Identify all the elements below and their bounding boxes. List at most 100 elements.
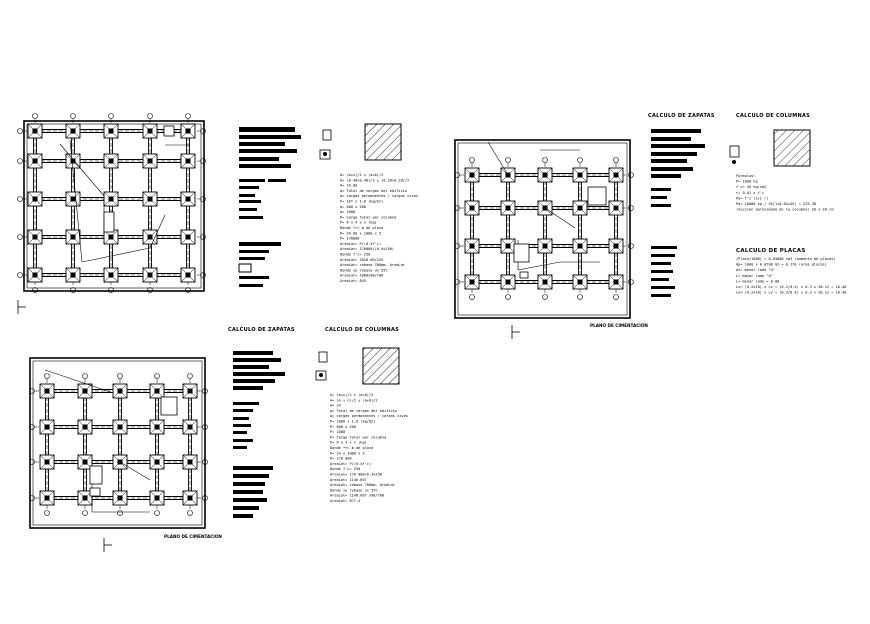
axis-bubble (32, 287, 38, 293)
column (108, 196, 114, 202)
formula-line: AreaLat= 1146.667 x90/700 (330, 494, 384, 498)
column (70, 272, 76, 278)
axis-bubble (29, 388, 35, 394)
column (577, 243, 583, 249)
formula-line: P= 170 000 (330, 457, 352, 461)
formula-line: Pa= 10000 kg / 45(1+0.01x45) = 225.38 (736, 202, 816, 206)
column-section-detail-3 (315, 347, 400, 385)
axis-bubble (82, 510, 88, 516)
axis-bubble (154, 510, 160, 516)
drain-line (69, 139, 83, 263)
formula-line: f'c= 45 kg/cm2 (736, 185, 766, 189)
title-calculo-placas: CALCULO DE PLACAS (736, 248, 806, 254)
axis-bubble (628, 279, 634, 285)
axis-bubble (17, 196, 23, 202)
axis-bubble (454, 205, 460, 211)
formula-line: L= menor lado = 0.00 (736, 279, 779, 283)
column (613, 243, 619, 249)
column (82, 424, 88, 430)
formula-line: Donde se rebase un 55% (330, 488, 378, 492)
column (70, 196, 76, 202)
drain-line (149, 214, 166, 249)
axis-bubble (202, 388, 208, 394)
drain-line (119, 461, 151, 481)
axis-bubble (185, 113, 191, 119)
column (542, 279, 548, 285)
column (154, 388, 160, 394)
formula-line: AreaLat= rebase 700mm. AreaLat (340, 263, 405, 267)
formula-line: AreaLat= 170000/(0.4x250) (340, 247, 394, 251)
axis-bubble (200, 128, 206, 134)
column (147, 272, 153, 278)
plan-title: PLANO DE CIMENTACION (164, 534, 222, 539)
column (154, 424, 160, 430)
column (147, 234, 153, 240)
column (32, 128, 38, 134)
formula-line: Donde f'c= 250 (340, 253, 370, 257)
column (82, 495, 88, 501)
axis-bubble (613, 157, 619, 163)
column (117, 424, 123, 430)
axis-bubble (187, 510, 193, 516)
axis-bubble (147, 287, 153, 293)
column (154, 459, 160, 465)
formula-line: P= 10* x 1.0 (kg/m2) (340, 200, 383, 204)
formula-line: AreaLat= 877.4 (330, 499, 360, 503)
column (70, 234, 76, 240)
column (44, 424, 50, 430)
column (505, 279, 511, 285)
axis-bubble (29, 459, 35, 465)
axis-bubble (469, 294, 475, 300)
column (82, 459, 88, 465)
drain-line (44, 369, 111, 393)
column (117, 495, 123, 501)
formula-line: AreaLat= 1146.667 (330, 478, 367, 482)
formula-line: q= 600 x 260 (340, 205, 366, 209)
formula-line: q= Total de cargas del edificio (340, 189, 407, 193)
axis-bubble (542, 157, 548, 163)
axis-bubble (17, 158, 23, 164)
title-calculo-zapatas-top: CALCULO DE ZAPATAS (648, 113, 715, 119)
formula-line: P= 600 x 260 (330, 425, 356, 429)
column (32, 234, 38, 240)
axis-bubble (628, 205, 634, 211)
formula-line: AreaLat= rebase 700mm. AreaLat (330, 483, 395, 487)
spec-bars-2 (651, 129, 705, 297)
axis-bubble (147, 113, 153, 119)
axis-bubble (202, 495, 208, 501)
formula-line: Donde f'c= 250 (330, 467, 360, 471)
column (108, 234, 114, 240)
foundation-plan-1 (17, 113, 206, 314)
formula-line: As= menor lado "d" (736, 268, 775, 272)
equipment-box (163, 125, 175, 137)
formula-line: P= 1000 kg (736, 180, 758, 184)
axis-bubble (200, 196, 206, 202)
column (154, 495, 160, 501)
equipment-box (89, 465, 103, 485)
formula-line: A= (m+n)/2 ± (a+b)/2 (330, 393, 373, 397)
equipment-box (103, 211, 115, 233)
column (32, 272, 38, 278)
building-outline (454, 139, 631, 319)
axis-bubble (108, 113, 114, 119)
formula-line: A= 24.00 (340, 184, 357, 188)
formula-line: Pa= f'c (1+1 r) (736, 196, 768, 200)
column (187, 495, 193, 501)
column (505, 243, 511, 249)
axis-bubble (117, 373, 123, 379)
column (469, 243, 475, 249)
column (469, 279, 475, 285)
formula-line: AreaLat= 1000x90/700 (340, 274, 383, 278)
formula-line: A= 24 (330, 404, 341, 408)
column (577, 205, 583, 211)
formula-line: (Seccion aproximada de la columna) 20 x … (736, 208, 833, 212)
formula-line: q= 1000 (340, 210, 355, 214)
axis-bubble (29, 424, 35, 430)
column (147, 158, 153, 164)
formula-line: Donde se rebase un 55% (340, 268, 388, 272)
formula-line: P= 24 x 1000 x 5 (330, 451, 365, 455)
equipment-box (160, 396, 178, 416)
axis-bubble (202, 424, 208, 430)
axis-bubble (82, 373, 88, 379)
column (185, 234, 191, 240)
